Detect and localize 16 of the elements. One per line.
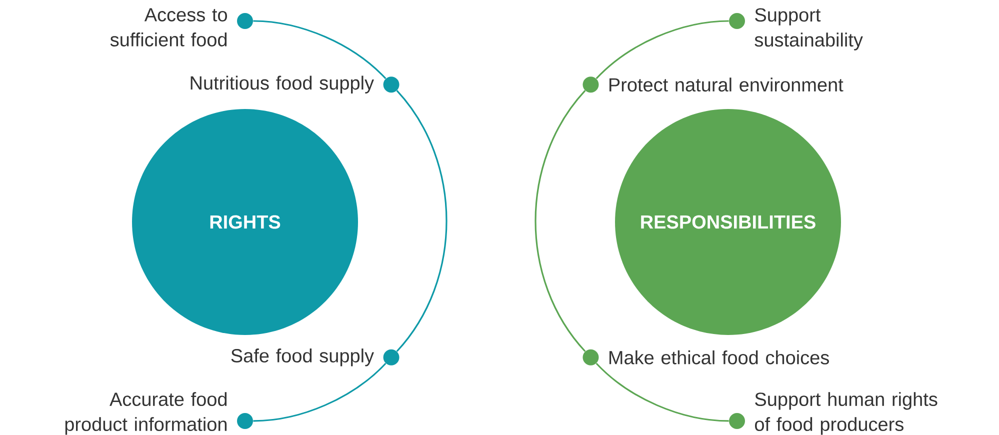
label-text: Safe food supply [231,348,374,366]
arc-line [396,90,448,352]
circle-node: RIGHTS [132,108,358,335]
label-text: Access to sufficient food [110,8,227,46]
arc-line [253,362,386,422]
arc-line [596,20,729,80]
label-text: Support human rights of food producers [755,392,938,435]
label-text: Make ethical food choices [609,350,829,364]
label-text: Support sustainability [754,8,863,50]
arc-line [534,90,586,352]
circle-node: RESPONSIBILITIES [615,108,841,335]
label-text: Protect natural environment [609,78,844,92]
label-text: Accurate food product information [65,392,227,435]
arc-line [596,362,729,422]
arc-line [253,20,386,80]
label-text: Nutritious food supply [190,76,374,94]
